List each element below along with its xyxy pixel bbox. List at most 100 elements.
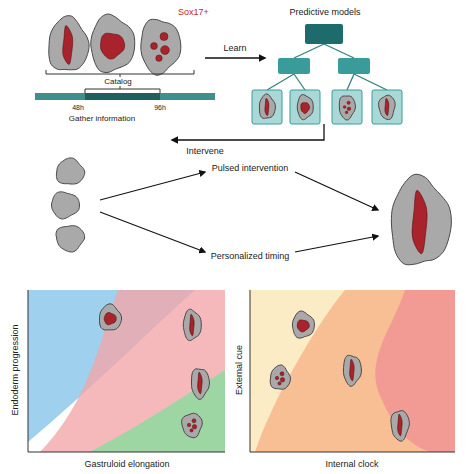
gastruloid-body — [56, 158, 84, 184]
bracket — [120, 74, 121, 77]
gastruloid-body — [91, 14, 135, 73]
arrow — [100, 172, 205, 200]
gastruloid-body — [182, 413, 203, 437]
axis-label: External cue — [235, 345, 244, 395]
gastruloid-body — [49, 16, 89, 70]
bracket — [120, 86, 121, 89]
endoderm — [350, 359, 355, 381]
gastruloid-body — [391, 174, 451, 265]
gastruloid — [292, 311, 314, 338]
gastruloid — [391, 174, 451, 265]
gastruloid — [56, 158, 84, 184]
gastruloid — [182, 413, 203, 437]
gastruloid — [259, 94, 275, 118]
endoderm-spot — [192, 419, 196, 423]
endoderm-spot — [160, 33, 168, 41]
endoderm-spot — [278, 382, 281, 385]
region — [375, 290, 455, 452]
endoderm-spot — [345, 111, 348, 114]
arrow — [295, 236, 378, 252]
tree-split — [278, 58, 310, 74]
strategy-label: Personalized timing — [211, 252, 290, 261]
endoderm-spot — [347, 107, 351, 111]
endoderm-spot — [343, 106, 346, 109]
gastruloid — [51, 192, 79, 219]
step-label: Intervene — [186, 147, 224, 156]
marker-name: Sox17+ — [178, 8, 209, 17]
endoderm — [398, 414, 403, 436]
tree-leaf — [290, 90, 320, 124]
gastruloid — [270, 365, 290, 389]
endoderm — [63, 26, 73, 65]
gastruloid — [339, 96, 355, 120]
group-label: Catalog — [104, 78, 132, 86]
gastruloid-body — [99, 304, 121, 330]
endoderm-spot — [156, 55, 162, 61]
endoderm-spot — [280, 378, 284, 382]
gastruloid-body — [270, 365, 290, 389]
endoderm — [385, 98, 389, 115]
step-label: Learn — [223, 44, 246, 53]
gastruloid-body — [259, 94, 275, 118]
time-point: 48h — [72, 104, 84, 111]
bracket — [46, 70, 194, 74]
gastruloid — [91, 14, 135, 73]
endoderm — [301, 103, 310, 114]
tree-branch — [347, 74, 354, 90]
gastruloid — [99, 304, 121, 330]
tree-branch — [267, 74, 294, 90]
gastruloid-body — [391, 411, 410, 442]
axis-label: Internal clock — [325, 460, 378, 469]
plot — [250, 290, 455, 452]
endoderm-spot — [161, 46, 170, 55]
endoderm-spot — [190, 429, 193, 432]
endoderm — [265, 98, 269, 115]
step-label: Gather information — [69, 115, 135, 123]
tree-leaf — [332, 90, 362, 124]
region — [255, 290, 455, 452]
gastruloid — [141, 19, 181, 75]
tree-root — [305, 24, 343, 44]
endoderm — [297, 320, 309, 332]
gastruloid-body — [343, 355, 361, 386]
region — [250, 290, 455, 452]
bracket — [85, 89, 160, 93]
gastruloid-body — [292, 311, 314, 338]
tree-leaf — [372, 90, 402, 124]
endoderm — [190, 314, 195, 336]
gastruloid — [183, 309, 201, 340]
tree-split — [338, 58, 370, 74]
gastruloid — [343, 355, 361, 386]
strategy-label: Pulsed intervention — [212, 164, 289, 173]
plot — [28, 290, 225, 452]
axis-label: Endoderm progression — [11, 324, 20, 415]
gastruloid-body — [297, 95, 313, 120]
endoderm-spot — [192, 425, 196, 429]
gastruloid-body — [183, 309, 201, 340]
axis — [250, 290, 455, 452]
tree-branch — [294, 74, 305, 90]
gastruloid — [391, 411, 410, 442]
gastruloid-body — [141, 19, 181, 75]
timeline-bar — [35, 93, 215, 100]
endoderm-spot — [187, 423, 190, 426]
arrow — [100, 212, 205, 252]
gastruloid-body — [339, 96, 355, 120]
endoderm-spot — [275, 376, 278, 379]
gastruloid — [297, 95, 313, 120]
endoderm-spot — [280, 372, 284, 376]
arrow — [295, 172, 378, 210]
timeline-window — [85, 93, 160, 100]
gastruloid — [49, 16, 89, 70]
tree-branch — [294, 44, 324, 58]
axis-label: Gastruloid elongation — [84, 460, 169, 469]
tree-branch — [354, 74, 387, 90]
gastruloid-body — [191, 369, 209, 399]
gastruloid — [191, 369, 209, 399]
gastruloid-body — [56, 226, 85, 252]
gastruloid — [379, 95, 396, 119]
time-point: 96h — [154, 104, 166, 111]
gastruloid-body — [51, 192, 79, 219]
